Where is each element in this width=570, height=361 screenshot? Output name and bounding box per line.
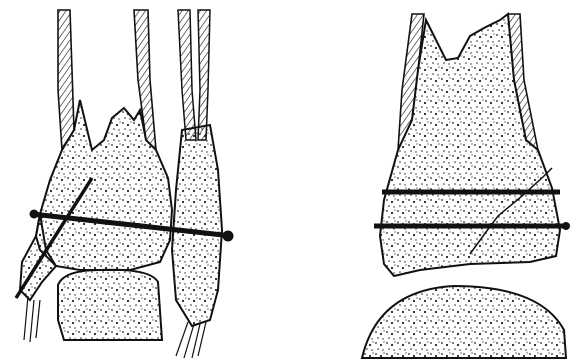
fibula-shaft-inner [198, 10, 210, 140]
soft-tissue-strands-left [24, 296, 40, 342]
talus [58, 270, 162, 340]
lateral-malleolus [172, 125, 222, 326]
left-panel [16, 10, 234, 358]
soft-tissue-strands-right [176, 322, 206, 358]
right-panel [362, 14, 570, 358]
tibia-cortex-left [58, 10, 74, 150]
screw-head-left [30, 210, 39, 219]
talus-dome [362, 286, 566, 358]
screw-head-lower-right [562, 222, 570, 230]
screw-nut-right [223, 231, 234, 242]
fibula-shaft [178, 10, 196, 140]
